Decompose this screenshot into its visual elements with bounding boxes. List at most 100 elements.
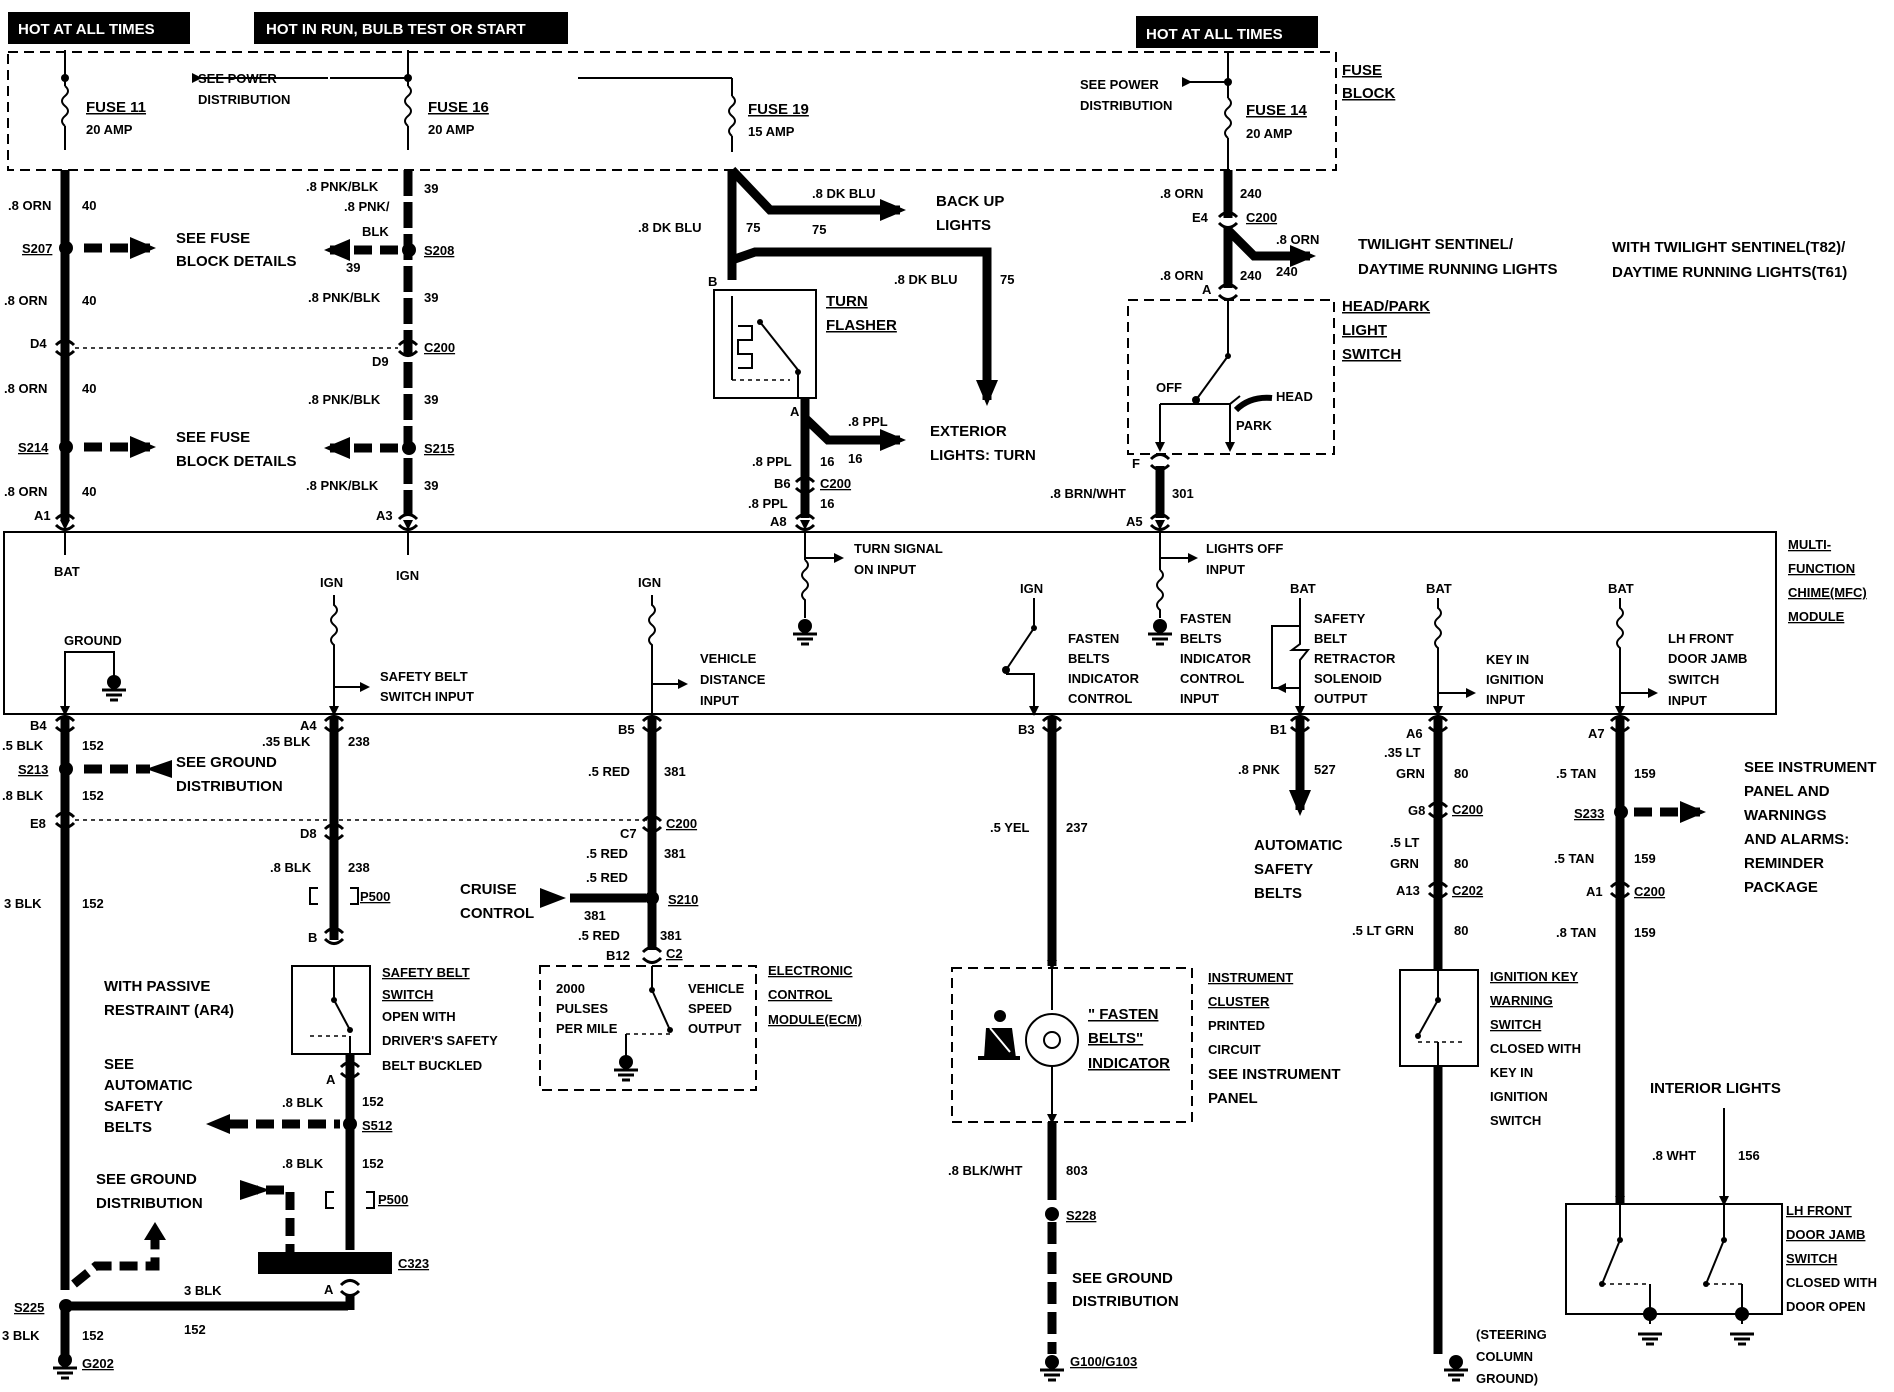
label-fuse16-circuit-ign: IGN: [396, 568, 419, 583]
label-door-circuit-n159a: 159: [1634, 766, 1656, 781]
fuse-14: FUSE 14 20 AMP: [1182, 52, 1308, 170]
label-ground-circuit-sg1: SEE GROUND: [176, 754, 277, 771]
label-indicator-circuit-fb2: BELTS": [1088, 1030, 1143, 1047]
label-mfc-fbi4: CONTROL: [1180, 671, 1244, 686]
label-safety-circuit-see4: BELTS: [104, 1119, 152, 1136]
head-park-light-switch: [1127, 299, 1335, 455]
label-vss-circuit-ecm2: CONTROL: [768, 987, 832, 1002]
label-key-circuit-g8: G8: [1408, 803, 1425, 818]
label-safety-circuit-see2: AUTOMATIC: [104, 1077, 193, 1094]
label-fuse16-circuit-w3: .8 PNK/BLK: [308, 290, 381, 305]
fuse-11: FUSE 11 20 AMP: [61, 50, 146, 150]
label-vss-circuit-s210: S210: [668, 892, 698, 907]
label-fuse16-circuit-n39a: 39: [424, 181, 438, 196]
label-safety-circuit-a4: A4: [300, 718, 317, 733]
splice-s214: [59, 440, 73, 454]
label-fuse14-circuit-hp1: HEAD/PARK: [1342, 298, 1430, 315]
label-indicator-circuit-fb1: " FASTEN: [1088, 1006, 1158, 1023]
label-safety-circuit-a: A: [326, 1072, 336, 1087]
label-door-circuit-wht: .8 WHT: [1652, 1148, 1696, 1163]
label-vss-circuit-cc2: CONTROL: [460, 905, 534, 922]
label-vss-circuit-n381a: 381: [664, 764, 686, 779]
label-vss-circuit-red2: .5 RED: [586, 846, 628, 861]
label-mfc-ign3: IGN: [1020, 581, 1043, 596]
label-fuse19-circuit-backup1: BACK UP: [936, 193, 1004, 210]
label-safety-circuit-with2: RESTRAINT (AR4): [104, 1002, 234, 1019]
fuse-16: FUSE 16 20 AMP: [330, 50, 489, 150]
fuse-19: FUSE 19 15 AMP: [578, 77, 809, 152]
label-door-circuit-a1: A1: [1586, 884, 1603, 899]
label-mfc-bat3: BAT: [1608, 581, 1634, 596]
label-vss-circuit-n381c: 381: [584, 908, 606, 923]
label-ground-circuit-blk3: 3 BLK: [4, 896, 42, 911]
label-safety-circuit-sbs3: OPEN WITH: [382, 1009, 456, 1024]
label-fuse14-circuit-f: F: [1132, 456, 1140, 471]
connector-c323: [258, 1252, 392, 1274]
label-left-circuit-see-fuse1a: SEE FUSE: [176, 230, 250, 247]
label-ground-circuit-n152a: 152: [82, 738, 104, 753]
label-mfc-l3: CHIME(MFC): [1788, 585, 1867, 600]
label-fuse14-circuit-n240b: 240: [1276, 264, 1298, 279]
label-mfc-bat1: BAT: [1290, 581, 1316, 596]
label-vss-circuit-n381b: 381: [664, 846, 686, 861]
label-headers-hot2: HOT IN RUN, BULB TEST OR START: [266, 21, 526, 38]
label-indicator-circuit-n237: 237: [1066, 820, 1088, 835]
label-fuse-block-fuse19: FUSE 19: [748, 101, 809, 118]
label-ground-circuit-s213: S213: [18, 762, 48, 777]
label-fuse14-circuit-a5: A5: [1126, 514, 1143, 529]
label-vss-circuit-b5: B5: [618, 722, 635, 737]
label-fuse-block-label2: BLOCK: [1342, 85, 1395, 102]
label-mfc-vd2: DISTANCE: [700, 672, 766, 687]
label-fuse19-circuit-ppl3: .8 PPL: [748, 496, 788, 511]
label-asb-circuit-b1: B1: [1270, 722, 1287, 737]
label-fuse14-circuit-lo1: LIGHTS OFF: [1206, 541, 1283, 556]
label-fuse16-circuit-a3: A3: [376, 508, 393, 523]
label-safety-circuit-with1: WITH PASSIVE: [104, 978, 210, 995]
label-key-circuit-grn2b: GRN: [1390, 856, 1419, 871]
label-indicator-circuit-n803: 803: [1066, 1163, 1088, 1178]
label-asb-circuit-asb2: SAFETY: [1254, 861, 1313, 878]
safety-belt-switch: [291, 965, 371, 1055]
label-vss-circuit-vs3: OUTPUT: [688, 1021, 742, 1036]
label-fuse19-circuit-turnsig2: ON INPUT: [854, 562, 916, 577]
label-fuse14-circuit-c200: C200: [1246, 210, 1277, 225]
label-fuse-block-fuse16: FUSE 16: [428, 99, 489, 116]
label-indicator-circuit-b3: B3: [1018, 722, 1035, 737]
label-fuse14-circuit-head: HEAD: [1276, 389, 1313, 404]
label-fuse16-circuit-d9: D9: [372, 354, 389, 369]
label-fuse16-circuit-w4: .8 PNK/BLK: [308, 392, 381, 407]
label-safety-circuit-blk3: .8 BLK: [282, 1095, 324, 1110]
label-indicator-circuit-ic2: CLUSTER: [1208, 994, 1270, 1009]
label-safety-circuit-see3: SAFETY: [104, 1098, 163, 1115]
label-mfc-ki1: KEY IN: [1486, 652, 1529, 667]
label-door-circuit-si4: AND ALARMS:: [1744, 831, 1849, 848]
label-door-circuit-n159b: 159: [1634, 851, 1656, 866]
label-fuse-block-fuse16-amp: 20 AMP: [428, 122, 475, 137]
label-mfc-lh4: INPUT: [1668, 693, 1707, 708]
label-fuse-block-fuse11: FUSE 11: [86, 99, 146, 116]
label-door-circuit-si3: WARNINGS: [1744, 807, 1827, 824]
label-fuse14-circuit-orn1: .8 ORN: [1160, 186, 1203, 201]
label-key-circuit-c200: C200: [1452, 802, 1483, 817]
label-safety-circuit-sg2: DISTRIBUTION: [96, 1195, 203, 1212]
label-safety-circuit-sbs2: SWITCH: [382, 987, 433, 1002]
label-mfc-ground: GROUND: [64, 633, 122, 648]
label-headers-hot1: HOT AT ALL TIMES: [18, 21, 155, 38]
label-door-circuit-si5: REMINDER: [1744, 855, 1824, 872]
label-fuse14-circuit-n240a: 240: [1240, 186, 1262, 201]
label-mfc-lh1: LH FRONT: [1668, 631, 1734, 646]
label-fuse-block-power-dist2a: SEE POWER: [1080, 77, 1159, 92]
label-indicator-circuit-yel: .5 YEL: [990, 820, 1030, 835]
label-vss-circuit-red1: .5 RED: [588, 764, 630, 779]
label-headers-hot3: HOT AT ALL TIMES: [1146, 26, 1283, 43]
label-fuse19-circuit-n16a: 16: [820, 454, 834, 469]
label-left-circuit-see-fuse1b: BLOCK DETAILS: [176, 253, 297, 270]
label-key-circuit-n80a: 80: [1454, 766, 1468, 781]
label-indicator-circuit-blkwht: .8 BLK/WHT: [948, 1163, 1022, 1178]
label-door-circuit-n159c: 159: [1634, 925, 1656, 940]
label-key-circuit-a13: A13: [1396, 883, 1420, 898]
label-key-circuit-c202: C202: [1452, 883, 1483, 898]
label-indicator-circuit-sg1: SEE GROUND: [1072, 1270, 1173, 1287]
label-fuse14-circuit-with1: WITH TWILIGHT SENTINEL(T82)/: [1612, 239, 1846, 256]
label-safety-circuit-blk4: .8 BLK: [282, 1156, 324, 1171]
